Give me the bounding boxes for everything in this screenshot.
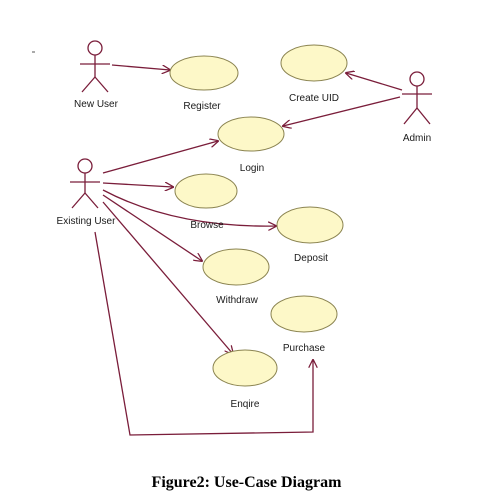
usecase-label-create-uid: Create UID xyxy=(289,93,339,104)
associations xyxy=(94,64,403,436)
figure-caption: Figure2: Use-Case Diagram xyxy=(151,474,342,491)
usecase-withdraw xyxy=(202,248,270,286)
edge-admin-login xyxy=(283,96,401,126)
actor-label-new-user: New User xyxy=(74,99,119,110)
usecase-login xyxy=(217,116,285,152)
usecase-label-deposit: Deposit xyxy=(294,253,328,264)
usecase-create-uid xyxy=(280,44,348,82)
actor-admin xyxy=(402,71,432,125)
edge-existing-deposit xyxy=(102,189,276,226)
edge-admin-createuid xyxy=(346,73,403,91)
usecase-label-enquire: Enqire xyxy=(231,399,260,410)
diagram-svg: New User Admin Existing User Register Cr… xyxy=(32,40,432,436)
usecase-purchase xyxy=(270,295,338,333)
actor-existing-user xyxy=(70,158,100,209)
usecase-label-register: Register xyxy=(183,101,221,112)
actor-label-existing-user: Existing User xyxy=(57,216,117,227)
usecase-register xyxy=(169,55,239,91)
usecase-label-withdraw: Withdraw xyxy=(216,295,258,306)
actor-label-admin: Admin xyxy=(403,133,431,144)
usecase-label-purchase: Purchase xyxy=(283,343,326,354)
usecase-deposit xyxy=(276,206,344,244)
usecase-label-login: Login xyxy=(240,163,264,174)
use-cases xyxy=(169,44,348,387)
edge-existing-purchase xyxy=(94,231,313,436)
edge-existing-withdraw xyxy=(102,194,202,261)
usecase-label-browse: Browse xyxy=(190,220,224,231)
edge-existing-login xyxy=(102,141,218,174)
edge-existing-enquire xyxy=(102,201,233,354)
edge-newuser-register xyxy=(111,64,170,70)
usecase-browse xyxy=(174,173,238,209)
edge-existing-browse xyxy=(102,183,173,187)
usecase-enquire xyxy=(212,349,278,387)
actor-new-user xyxy=(80,40,110,93)
